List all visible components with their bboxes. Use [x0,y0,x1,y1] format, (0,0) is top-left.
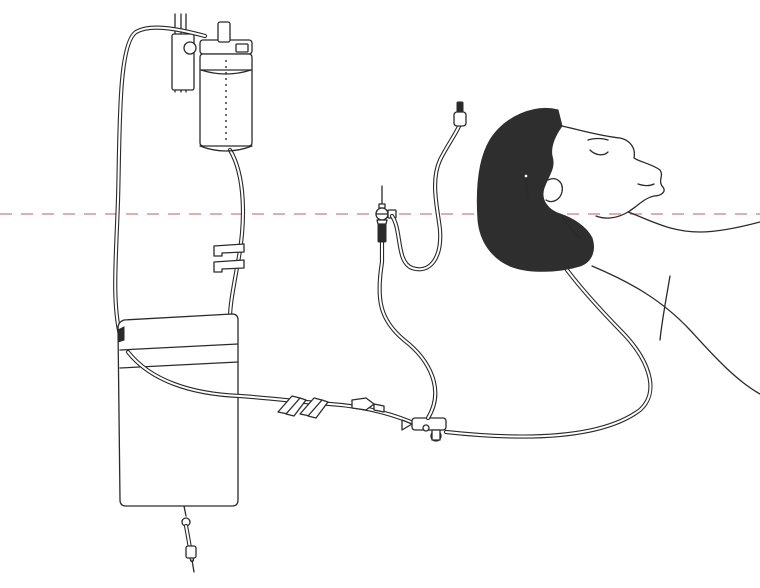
pinch-clamp-left[interactable] [277,395,307,417]
vent-tube [113,25,208,338]
chamber-port [217,21,231,43]
flush-connector[interactable] [453,101,467,127]
three-way-stopcock[interactable] [401,417,447,442]
catheter-extension-tube [443,197,653,439]
pinch-clamp-right[interactable] [299,397,329,419]
drip-chamber [199,21,253,152]
transducer-line [377,237,438,421]
clamp-knob [183,41,197,55]
patient [476,108,760,395]
iv-pole [171,13,197,93]
main-drainage-tube [125,349,423,429]
chamber-to-bag-tube [227,147,246,321]
ventricular-catheter [523,173,529,201]
flush-line [389,121,463,272]
luer-connector [351,397,385,413]
slide-clamp-upper[interactable] [213,243,245,273]
pressure-transducer[interactable] [375,185,397,243]
bag-drain-outlet[interactable] [181,505,197,573]
patient-hair [476,108,594,272]
drainage-bag [117,313,239,507]
